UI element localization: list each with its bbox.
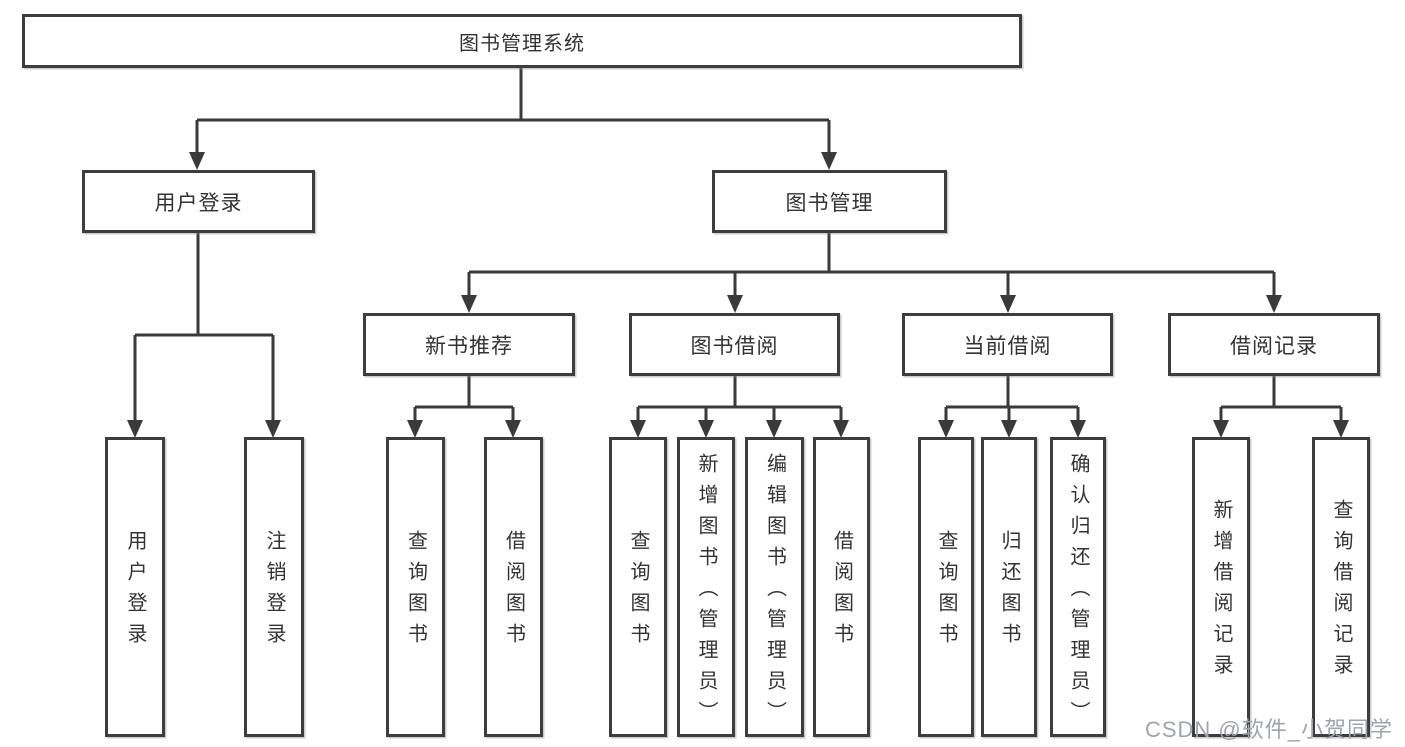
node-label: 查询图书 bbox=[935, 530, 957, 654]
leaf-return-books: 归还图书 bbox=[981, 437, 1037, 737]
leaf-query-borrow-record: 查询借阅记录 bbox=[1312, 437, 1370, 737]
node-label: 查询图书 bbox=[404, 530, 427, 654]
node-book-borrowing: 图书借阅 bbox=[629, 313, 840, 376]
node-label: 新书推荐 bbox=[425, 334, 513, 358]
connector-user-login-to-leaves bbox=[127, 233, 281, 438]
connector-new-book-to-leaves bbox=[407, 376, 521, 438]
node-label: 借阅图书 bbox=[502, 530, 525, 654]
node-label: 注销登录 bbox=[263, 530, 285, 654]
leaf-borrow-books-borrowing: 借阅图书 bbox=[813, 437, 870, 737]
connector-book-borrow-to-leaves bbox=[630, 376, 849, 438]
node-label: 图书借阅 bbox=[690, 334, 779, 358]
connector-current-borrow-to-leaves bbox=[938, 376, 1086, 438]
connector-book-management-to-level3 bbox=[461, 233, 1282, 313]
leaf-add-borrow-record: 新增借阅记录 bbox=[1192, 437, 1250, 737]
leaf-borrow-books-recommend: 借阅图书 bbox=[484, 437, 543, 737]
node-label: 借阅图书 bbox=[830, 530, 853, 654]
leaf-query-books-recommend: 查询图书 bbox=[386, 437, 445, 737]
node-borrowing-records: 借阅记录 bbox=[1168, 313, 1380, 376]
leaf-user-login: 用户登录 bbox=[105, 437, 165, 737]
node-label: 确认归还（管理员） bbox=[1067, 452, 1089, 732]
node-label: 查询借阅记录 bbox=[1330, 499, 1352, 685]
connector-root-to-level2 bbox=[189, 68, 837, 170]
node-book-management: 图书管理 bbox=[712, 170, 947, 233]
node-label: 新增图书（管理员） bbox=[695, 452, 717, 732]
connector-borrow-records-to-leaves bbox=[1213, 376, 1349, 438]
node-label: 归还图书 bbox=[998, 530, 1020, 654]
leaf-logout: 注销登录 bbox=[244, 437, 304, 737]
node-new-book-recommendation: 新书推荐 bbox=[363, 313, 575, 376]
node-label: 图书管理系统 bbox=[459, 32, 585, 55]
node-current-borrowing: 当前借阅 bbox=[902, 313, 1113, 376]
node-label: 新增借阅记录 bbox=[1210, 499, 1232, 685]
node-label: 查询图书 bbox=[627, 530, 649, 654]
node-library-management-system: 图书管理系统 bbox=[22, 14, 1022, 68]
node-label: 用户登录 bbox=[154, 191, 243, 215]
node-label: 当前借阅 bbox=[963, 334, 1052, 358]
leaf-query-books-current: 查询图书 bbox=[918, 437, 974, 737]
node-label: 图书管理 bbox=[785, 191, 874, 215]
leaf-confirm-return-admin: 确认归还（管理员） bbox=[1050, 437, 1106, 737]
node-label: 编辑图书（管理员） bbox=[763, 452, 786, 732]
leaf-edit-book-admin: 编辑图书（管理员） bbox=[745, 437, 804, 737]
watermark-csdn: CSDN @软件_小贺同学 bbox=[1144, 717, 1393, 742]
node-user-login: 用户登录 bbox=[82, 170, 315, 233]
node-label: 借阅记录 bbox=[1230, 334, 1318, 358]
node-label: 用户登录 bbox=[124, 530, 146, 654]
leaf-add-book-admin: 新增图书（管理员） bbox=[677, 437, 735, 737]
leaf-query-books-borrowing: 查询图书 bbox=[609, 437, 667, 737]
